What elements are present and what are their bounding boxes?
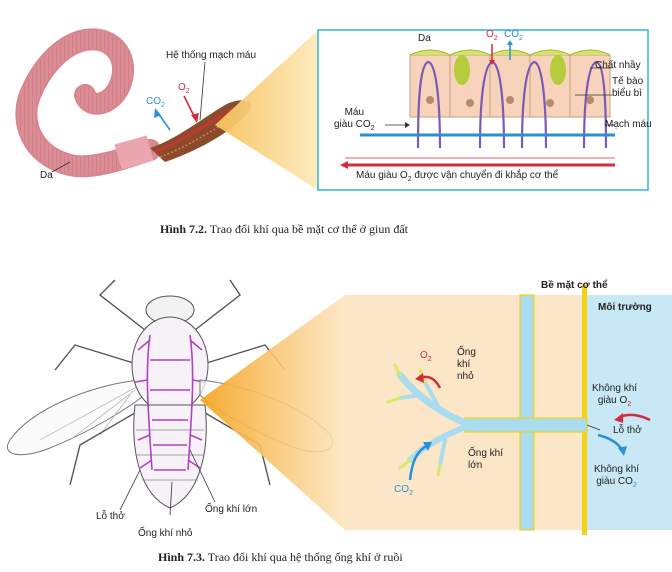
label-o2: O2 bbox=[178, 82, 190, 95]
body-surface-line bbox=[582, 285, 587, 535]
fly-tracheae bbox=[134, 334, 206, 471]
caption-figure-7-3: Hình 7.3. Trao đổi khí qua hệ thống ống … bbox=[158, 550, 403, 564]
inset-label-blood-vessel: Mạch máu bbox=[605, 119, 652, 130]
inset-label-body-surface: Bề mặt cơ thể bbox=[541, 280, 608, 291]
inset-label-o2: O2 bbox=[420, 350, 432, 363]
label-large-trachea: Ống khí lớn bbox=[205, 504, 258, 515]
label-circulatory-system: Hệ thống mạch máu bbox=[166, 50, 257, 61]
inset-label-o2: O2 bbox=[486, 29, 498, 42]
earthworm-figure bbox=[15, 28, 649, 191]
label-co2: CO2 bbox=[146, 96, 165, 109]
label-spiracle: Lỗ thở bbox=[96, 511, 125, 522]
left-wing bbox=[7, 379, 146, 456]
inset-label-skin: Da bbox=[418, 33, 431, 44]
caption-figure-7-2: Hình 7.2. Trao đổi khí qua bề mặt cơ thể… bbox=[160, 222, 409, 236]
inset-label-co2: CO2 bbox=[394, 484, 413, 497]
inset-label-blood-o2: Máu giàu O2 được vận chuyển đi khắp cơ t… bbox=[356, 170, 559, 183]
label-skin: Da bbox=[40, 170, 53, 181]
inset-label-spiracle: Lỗ thở bbox=[613, 425, 642, 436]
trachea-inset-environment bbox=[587, 295, 672, 530]
fly-thorax bbox=[131, 316, 209, 414]
label-small-trachea: Ống khí nhỏ bbox=[138, 528, 193, 539]
fly-figure bbox=[7, 279, 672, 535]
inset-label-mucus: Chất nhầy bbox=[595, 60, 641, 71]
inset-label-environment: Môi trường bbox=[598, 302, 652, 313]
large-trachea bbox=[464, 294, 588, 531]
inset-label-co2: CO2 bbox=[504, 29, 523, 42]
zoom-cone-1 bbox=[215, 30, 318, 190]
zoom-cone-2 bbox=[200, 295, 345, 530]
epidermis bbox=[409, 54, 611, 118]
small-tracheae bbox=[386, 363, 474, 477]
trachea-inset-tissue bbox=[345, 295, 582, 530]
